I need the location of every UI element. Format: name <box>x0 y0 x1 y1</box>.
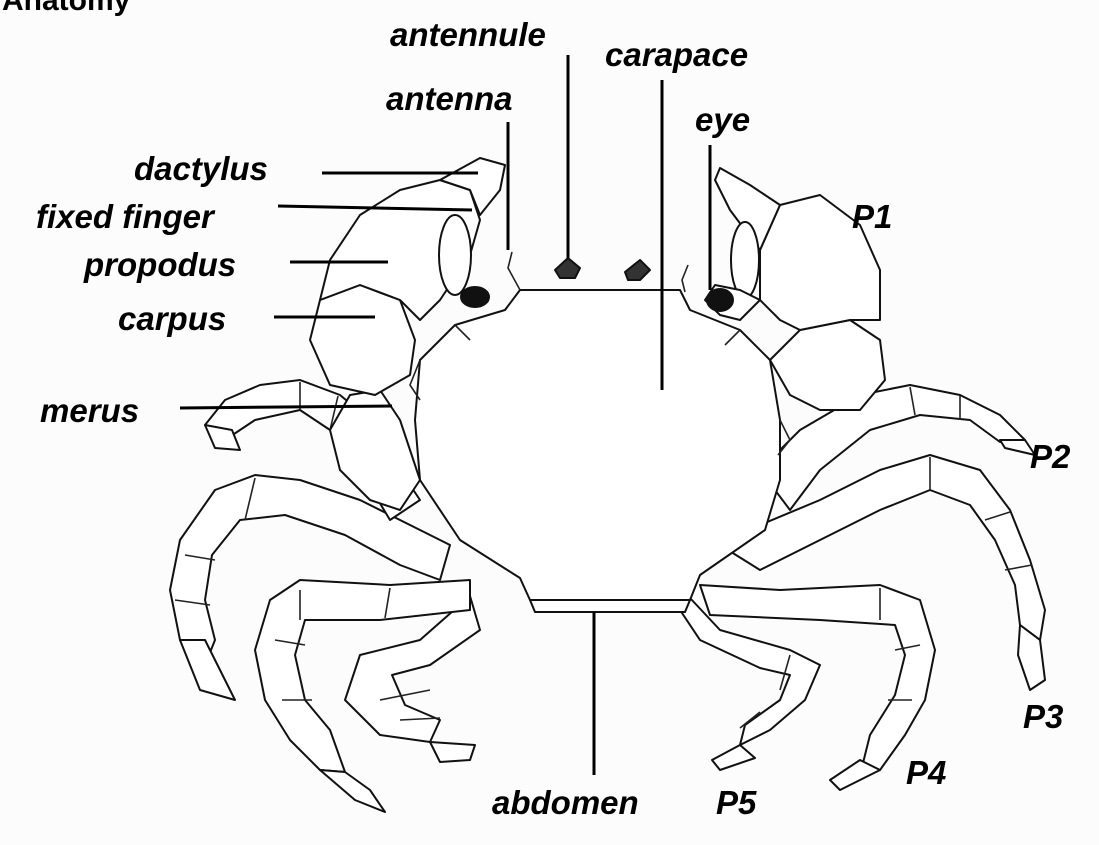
right-antennule-drawing <box>625 260 650 280</box>
label-p4: P4 <box>906 756 946 789</box>
label-fixed-finger: fixed finger <box>36 200 214 233</box>
left-antennule-drawing <box>555 258 580 278</box>
label-merus: merus <box>40 394 139 427</box>
label-p3: P3 <box>1023 700 1063 733</box>
label-eye: eye <box>695 103 750 136</box>
left-claw-setae <box>439 215 471 295</box>
label-abdomen: abdomen <box>492 786 639 819</box>
label-antenna: antenna <box>386 82 513 115</box>
label-propodus: propodus <box>84 248 236 281</box>
right-leg-p5 <box>680 598 820 770</box>
label-p2: P2 <box>1030 440 1070 473</box>
label-p1: P1 <box>852 200 892 233</box>
carapace-shape <box>415 290 780 600</box>
right-antenna-drawing <box>682 265 688 292</box>
right-claw-setae <box>731 222 759 298</box>
crab-body-drawing <box>170 158 1045 812</box>
label-antennule: antennule <box>390 18 546 51</box>
abdomen-shape <box>530 600 690 612</box>
left-eye <box>461 287 489 307</box>
label-carapace: carapace <box>605 38 748 71</box>
label-carpus: carpus <box>118 302 226 335</box>
leader-merus <box>180 406 392 408</box>
right-eye <box>707 289 733 311</box>
label-p5: P5 <box>716 786 756 819</box>
left-antenna-drawing <box>508 252 520 290</box>
label-dactylus: dactylus <box>134 152 268 185</box>
